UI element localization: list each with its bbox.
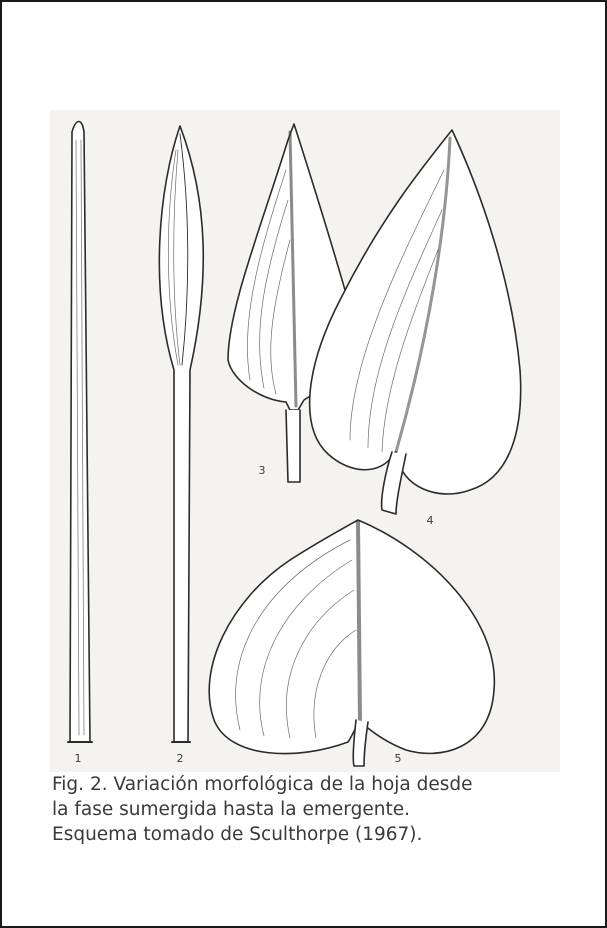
caption-line: Esquema tomado de Sculthorpe (1967). bbox=[52, 822, 572, 847]
caption-line: Fig. 2. Variación morfológica de la hoja… bbox=[52, 772, 572, 797]
leaf-1 bbox=[68, 122, 92, 743]
leaf-4 bbox=[310, 130, 521, 514]
figure-caption: Fig. 2. Variación morfológica de la hoja… bbox=[52, 772, 572, 847]
leaf-number-4: 4 bbox=[427, 514, 434, 527]
leaf-number-3: 3 bbox=[259, 464, 266, 477]
leaf-morphology-figure: 1 2 3 4 5 bbox=[50, 110, 560, 772]
leaf-2 bbox=[159, 126, 203, 742]
leaf-number-2: 2 bbox=[177, 752, 184, 765]
leaf-illustration: 1 2 3 4 5 bbox=[50, 110, 560, 772]
leaf-number-1: 1 bbox=[75, 752, 82, 765]
leaf-5 bbox=[209, 520, 494, 766]
caption-line: la fase sumergida hasta la emergente. bbox=[52, 797, 572, 822]
leaf-number-5: 5 bbox=[395, 752, 402, 765]
